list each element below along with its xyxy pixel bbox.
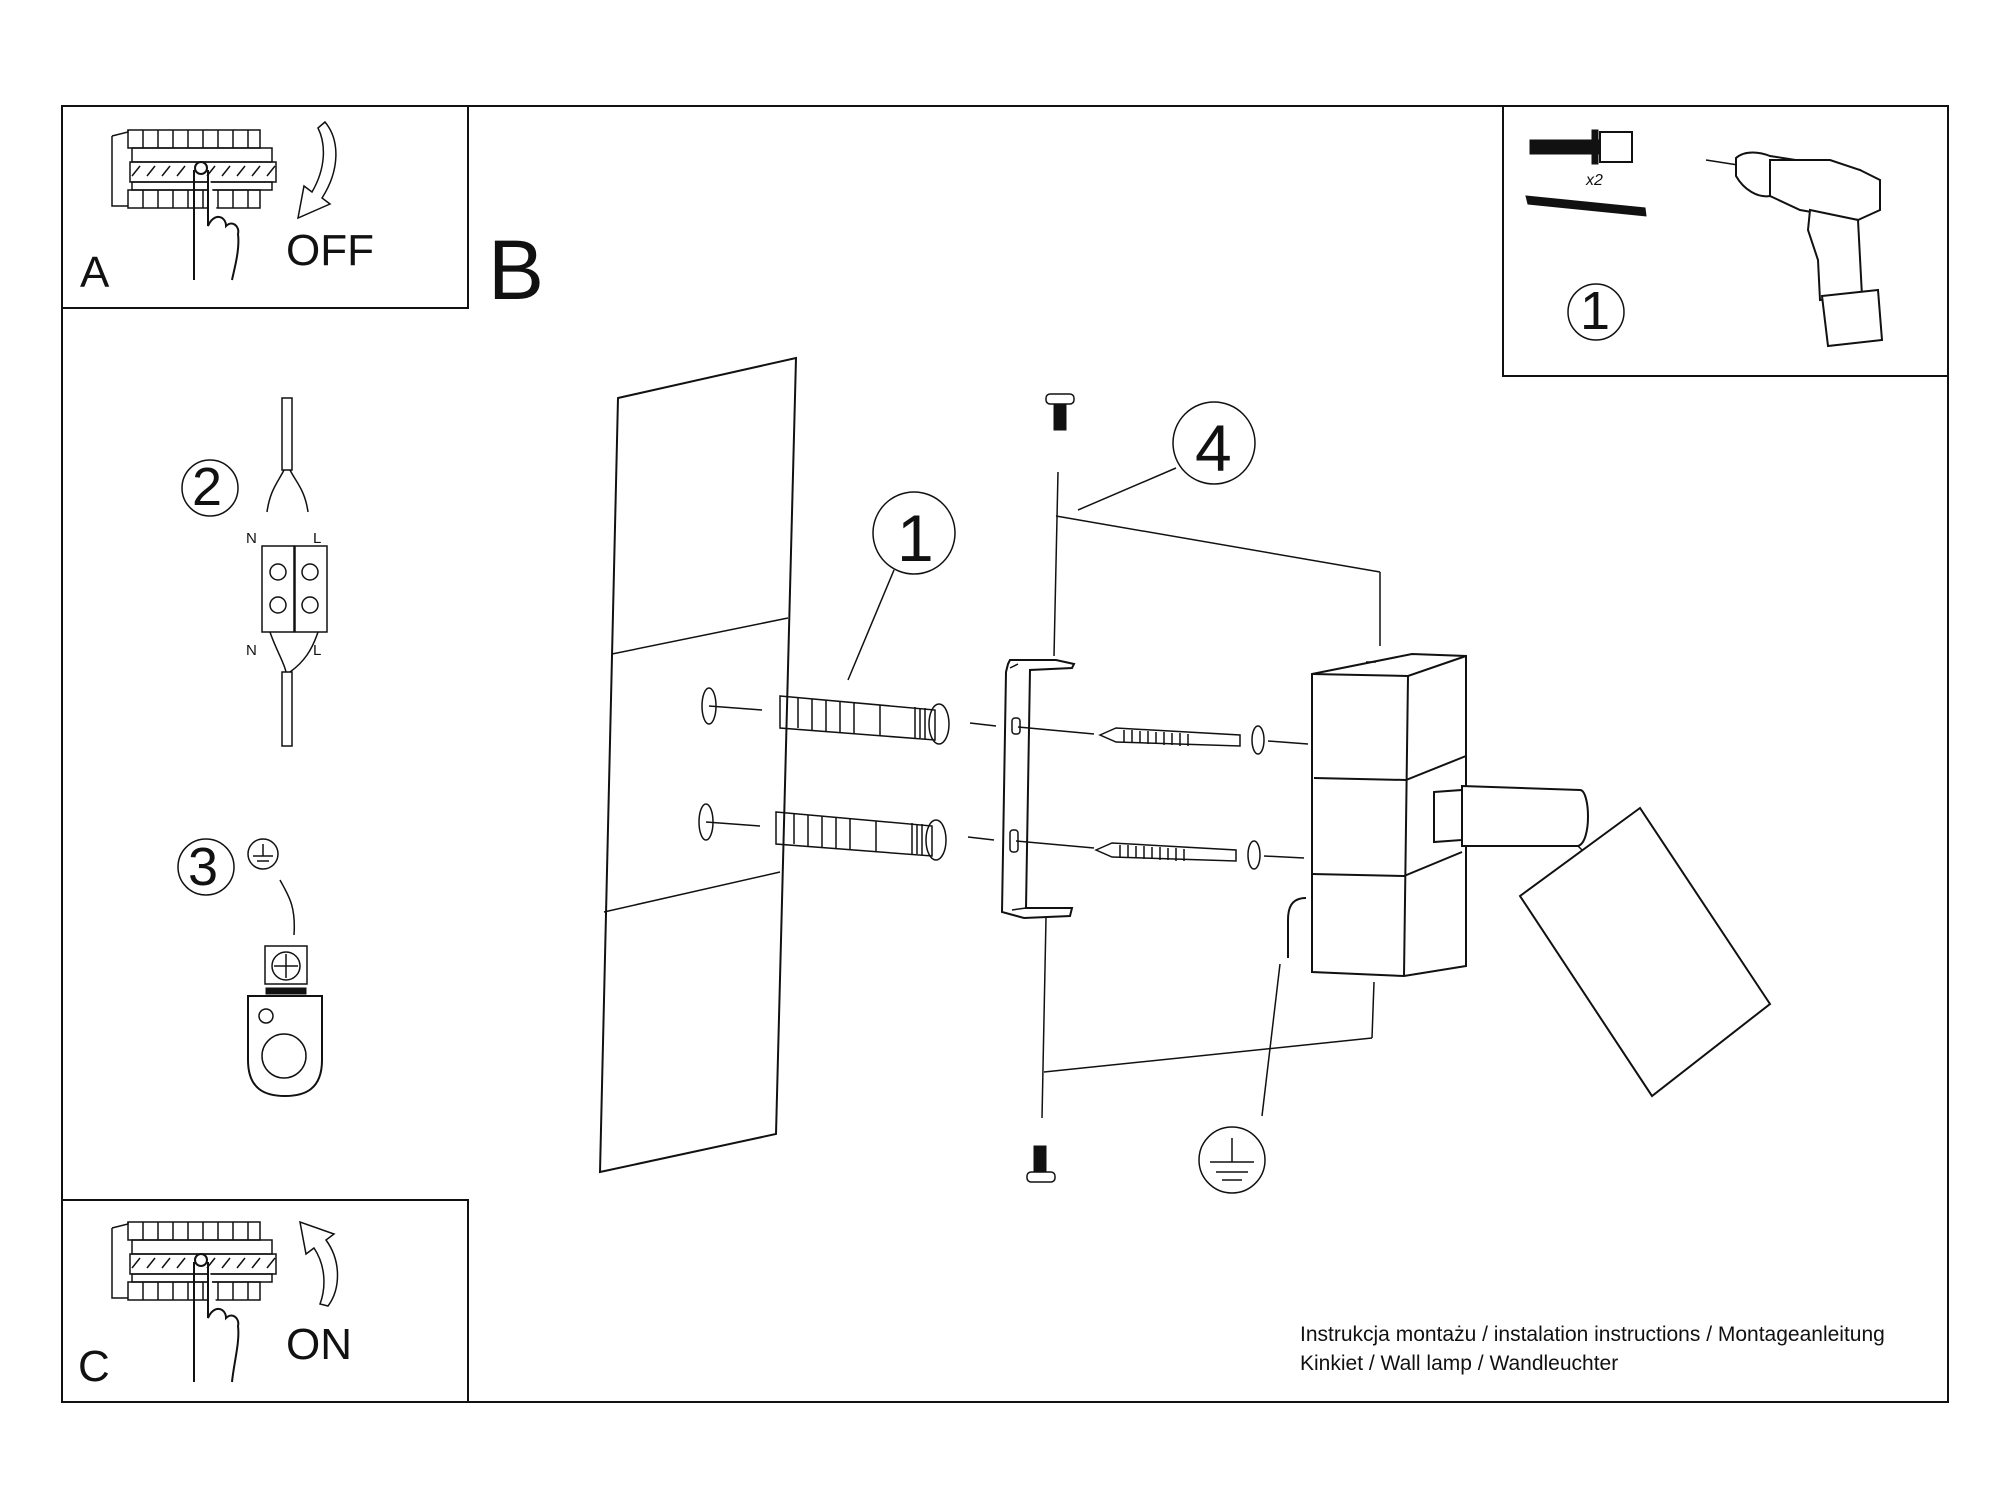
callout-number-4: 4 bbox=[1195, 411, 1232, 485]
footer-line-2: Kinkiet / Wall lamp / Wandleuchter bbox=[1300, 1352, 1619, 1375]
panel-c-letter: C bbox=[78, 1342, 110, 1391]
wiring-terminal-diagram bbox=[261, 397, 328, 747]
ground-terminal-diagram bbox=[247, 838, 323, 1098]
mounting-bracket bbox=[1000, 659, 1076, 920]
wall-surface bbox=[598, 356, 798, 1174]
drill-icon bbox=[1705, 151, 1884, 348]
off-label: OFF bbox=[286, 226, 374, 275]
on-label: ON bbox=[286, 1320, 352, 1369]
label-n-bottom: N bbox=[246, 642, 257, 659]
callout-leader-4 bbox=[1043, 467, 1381, 1073]
circuit-breaker-icon bbox=[111, 129, 277, 281]
step-number-3: 3 bbox=[188, 837, 219, 897]
screw-icon bbox=[1525, 195, 1647, 217]
step-circle-3 bbox=[177, 838, 235, 896]
quantity-label: x2 bbox=[1586, 172, 1603, 189]
screw-upper bbox=[1098, 725, 1265, 755]
panel-a-frame bbox=[61, 105, 469, 309]
machine-screw-bottom bbox=[1026, 917, 1056, 1183]
arrow-down-icon bbox=[297, 120, 337, 220]
ground-icon bbox=[1198, 1126, 1266, 1194]
footer-line-1: Instrukcja montażu / instalation instruc… bbox=[1300, 1323, 1885, 1346]
step-circle-tools bbox=[1567, 283, 1625, 341]
wall-plug-icon bbox=[1529, 129, 1633, 165]
outer-border bbox=[61, 105, 1949, 1403]
footer-title: Instrukcja montażu / instalation instruc… bbox=[1300, 1320, 1885, 1378]
lamp-shade bbox=[1518, 806, 1772, 1098]
panel-tools-frame bbox=[1502, 105, 1949, 377]
wall-plug-lower bbox=[698, 803, 947, 861]
screw-lower bbox=[1094, 840, 1261, 870]
machine-screw-top bbox=[1045, 393, 1075, 657]
callout-circle-1 bbox=[872, 491, 956, 575]
step-number-2: 2 bbox=[192, 457, 223, 517]
panel-c-frame bbox=[61, 1199, 469, 1403]
callout-leader-1 bbox=[847, 569, 895, 681]
callout-number-1: 1 bbox=[897, 501, 934, 575]
ground-leader bbox=[1261, 963, 1281, 1117]
panel-b-letter: B bbox=[488, 223, 545, 317]
wall-plug-upper bbox=[701, 687, 950, 745]
label-l-top: L bbox=[313, 530, 322, 547]
step-number-tools: 1 bbox=[1580, 281, 1611, 341]
lamp-arm bbox=[1433, 784, 1593, 867]
panel-a-letter: A bbox=[80, 248, 110, 297]
label-n-top: N bbox=[246, 530, 257, 547]
circuit-breaker-icon bbox=[111, 1221, 277, 1383]
step-circle-2 bbox=[181, 459, 239, 517]
alignment-lines bbox=[967, 722, 1309, 859]
lamp-body bbox=[1287, 652, 1467, 978]
callout-circle-4 bbox=[1172, 401, 1256, 485]
arrow-up-icon bbox=[299, 1220, 339, 1307]
label-l-bottom: L bbox=[313, 642, 322, 659]
